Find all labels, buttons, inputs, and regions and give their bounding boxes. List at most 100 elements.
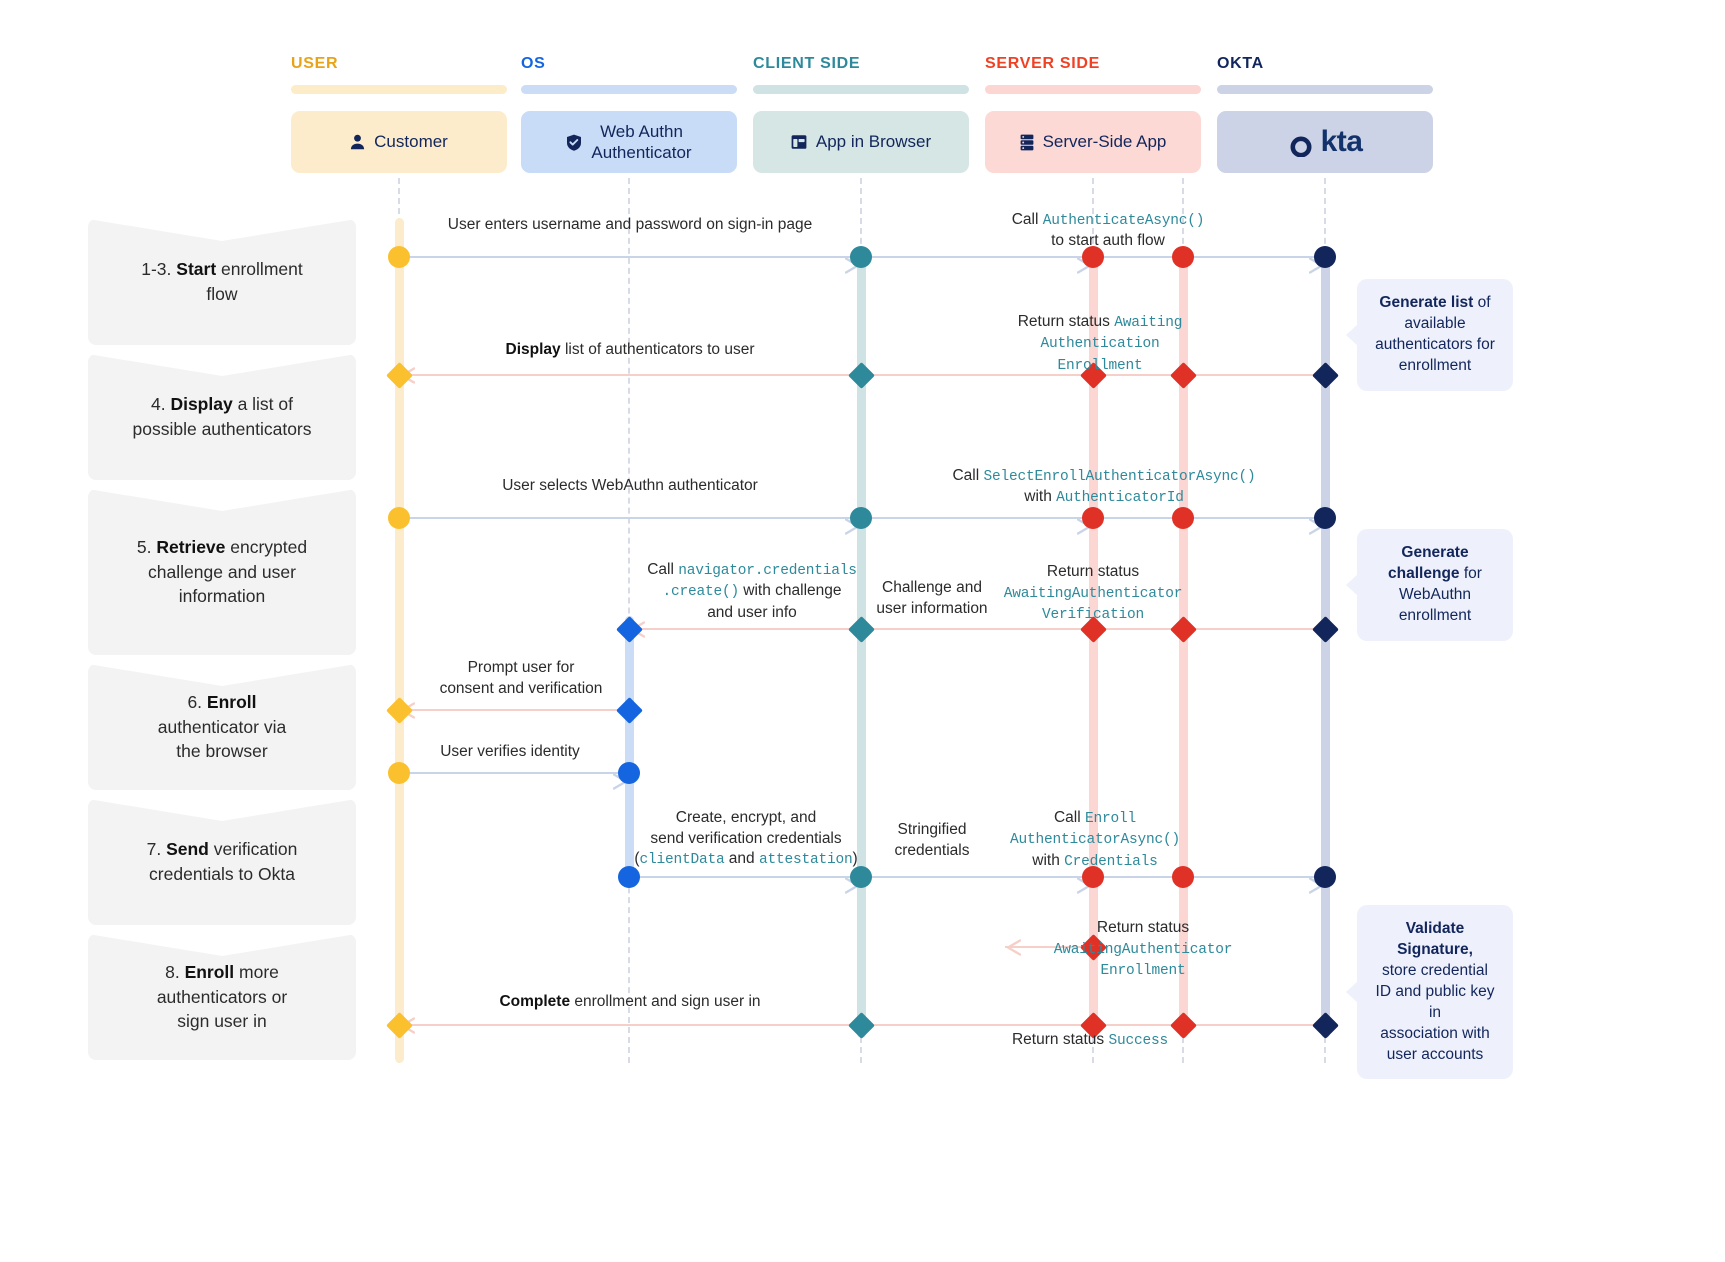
callout-generate-challenge-tail <box>1346 573 1358 596</box>
message-node-12 <box>1082 507 1104 529</box>
message-node-10 <box>388 507 410 529</box>
column-bar-os <box>521 85 737 94</box>
message-line-12 <box>1093 876 1325 878</box>
actor-label-wrap-server: Server-Side App <box>1020 131 1167 152</box>
okta-logo: kta <box>1288 127 1363 157</box>
activation-bar-client <box>856 248 866 1038</box>
actor-label-wrap-user: Customer <box>350 131 448 152</box>
message-node-2 <box>1082 246 1104 268</box>
message-line-10 <box>629 876 861 878</box>
actor-label-line2: Authenticator <box>591 143 692 162</box>
actor-box-server[interactable]: Server-Side App <box>985 111 1201 173</box>
column-header-client: CLIENT SIDE <box>753 56 969 94</box>
message-line-8 <box>399 709 629 711</box>
message-node-3 <box>1172 246 1194 268</box>
message-line-6 <box>1093 517 1325 519</box>
message-node-31 <box>847 1011 875 1039</box>
message-node-28 <box>1314 866 1336 888</box>
person-icon <box>350 134 365 150</box>
message-label-m9: Call navigator.credentials.create() with… <box>647 561 857 621</box>
actor-label-server: Server-Side App <box>1042 132 1167 152</box>
actor-label-wrap-client: App in Browser <box>791 131 931 152</box>
message-line-0 <box>399 256 861 258</box>
column-title-user: USER <box>291 55 339 72</box>
column-title-server: SERVER SIDE <box>985 55 1100 72</box>
message-line-7 <box>629 628 1325 630</box>
message-node-34 <box>1311 1011 1339 1039</box>
server-icon <box>1020 134 1034 151</box>
column-header-os: OS <box>521 56 737 94</box>
column-bar-user <box>291 85 507 94</box>
column-title-client: CLIENT SIDE <box>753 55 861 72</box>
message-line-13 <box>1005 946 1093 948</box>
message-node-4 <box>1314 246 1336 268</box>
callout-generate-list-tail <box>1346 323 1358 346</box>
message-label-m2: Call AuthenticateAsync()to start auth fl… <box>1011 211 1205 250</box>
message-node-20 <box>385 696 413 724</box>
message-label-m4: Display list of authenticators to user <box>505 341 755 358</box>
message-label-m11: User verifies identity <box>440 743 580 760</box>
message-node-30 <box>385 1011 413 1039</box>
message-node-5 <box>385 361 413 389</box>
message-label-m16: Complete enrollment and sign user in <box>499 993 761 1010</box>
message-label-m5: User selects WebAuthn authenticator <box>502 477 758 494</box>
message-label-m6: Call SelectEnrollAuthenticatorAsync()wit… <box>952 467 1256 507</box>
message-node-23 <box>618 762 640 784</box>
actor-box-client[interactable]: App in Browser <box>753 111 969 173</box>
browser-icon <box>791 134 807 150</box>
activation-bar-okta <box>1320 248 1330 1038</box>
column-bar-server <box>985 85 1201 94</box>
message-node-19 <box>1311 615 1339 643</box>
message-line-2 <box>1093 256 1325 258</box>
column-bar-okta <box>1217 85 1433 94</box>
column-bar-client <box>753 85 969 94</box>
message-line-1 <box>861 256 1093 258</box>
actor-label-line1: Web Authn <box>600 121 683 141</box>
message-node-27 <box>1172 866 1194 888</box>
message-node-11 <box>850 507 872 529</box>
actor-label-user: Customer <box>374 132 448 152</box>
message-node-24 <box>618 866 640 888</box>
message-line-11 <box>861 876 1093 878</box>
activation-bar-server <box>1088 248 1098 1038</box>
actor-box-okta[interactable]: kta <box>1217 111 1433 173</box>
actor-box-user[interactable]: Customer <box>291 111 507 173</box>
activation-bar-user <box>394 218 404 1063</box>
activation-bar-os <box>624 616 634 886</box>
callout-validate-signature-tail <box>1346 981 1358 1004</box>
message-node-1 <box>850 246 872 268</box>
message-node-9 <box>1311 361 1339 389</box>
actor-label-client: App in Browser <box>815 132 932 152</box>
message-node-0 <box>388 246 410 268</box>
message-line-4 <box>399 517 861 519</box>
message-node-22 <box>388 762 410 784</box>
column-header-user: USER <box>291 56 507 94</box>
message-node-25 <box>850 866 872 888</box>
